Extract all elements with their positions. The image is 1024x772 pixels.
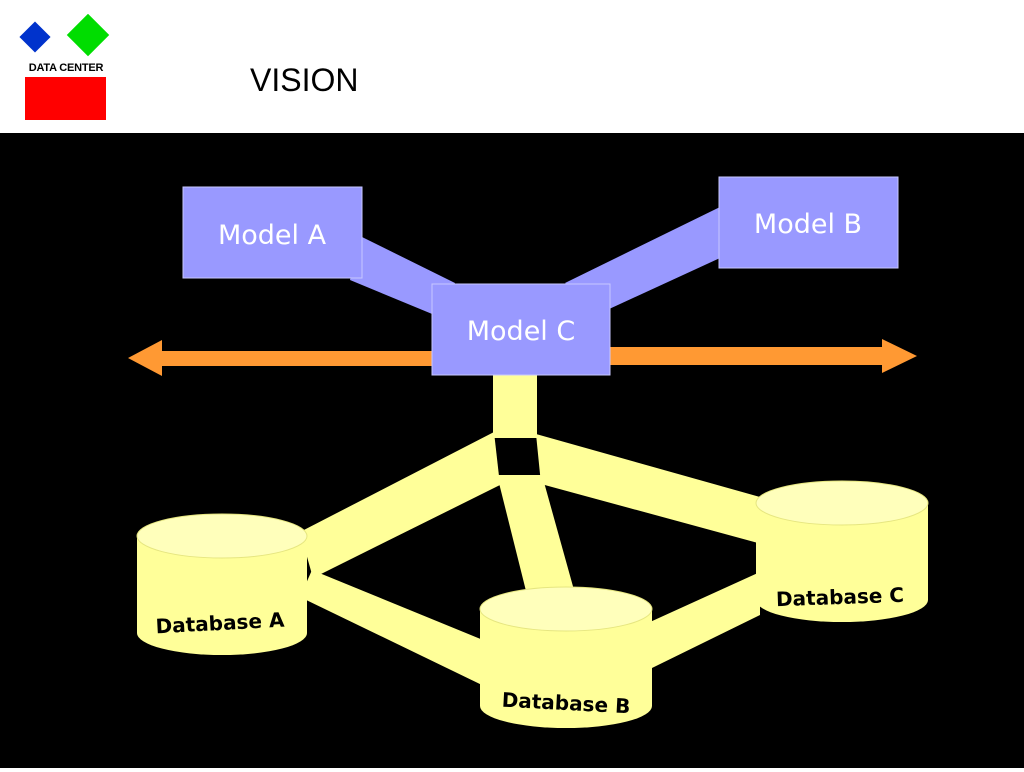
connector-database-b-c [650, 572, 760, 668]
logo-graphic [19, 13, 110, 120]
database-a-cylinder: Database A [136, 513, 308, 655]
logo-blue-diamond [19, 21, 51, 53]
page-title: VISION [250, 62, 359, 98]
database-connectors [300, 372, 760, 686]
model-c-label: Model C [467, 316, 576, 347]
arrow-left-head [128, 340, 433, 376]
logo-green-diamond [66, 13, 110, 57]
model-a-label: Model A [218, 220, 327, 251]
arrow-right-head [609, 339, 917, 373]
model-c-box: Model C [431, 283, 611, 376]
database-c-label: Database C [776, 583, 905, 611]
database-c-cylinder: Database C [755, 480, 929, 622]
connector-model-c-stem [493, 372, 537, 438]
vision-diagram: Model A Model B Model C Database A Datab… [128, 176, 929, 728]
model-a-box: Model A [182, 186, 363, 279]
model-b-box: Model B [718, 176, 899, 269]
connector-hub-database-a [300, 432, 500, 578]
connector-hub-database-c [536, 434, 760, 543]
logo-text: DATA CENTER [28, 62, 104, 74]
database-b-cylinder: Database B [479, 586, 653, 728]
double-arrow [128, 339, 917, 376]
logo-red-block [25, 77, 106, 120]
diagram-canvas: Model A Model B Model C Database A Datab… [0, 133, 1024, 768]
connector-database-a-b [300, 570, 484, 686]
model-b-label: Model B [754, 209, 862, 240]
connector-model-a-c [350, 236, 455, 316]
connector-hub-database-b [497, 475, 574, 595]
slide-header: DATA CENTER VISION [0, 0, 1024, 133]
data-center-logo: DATA CENTER [18, 13, 114, 122]
